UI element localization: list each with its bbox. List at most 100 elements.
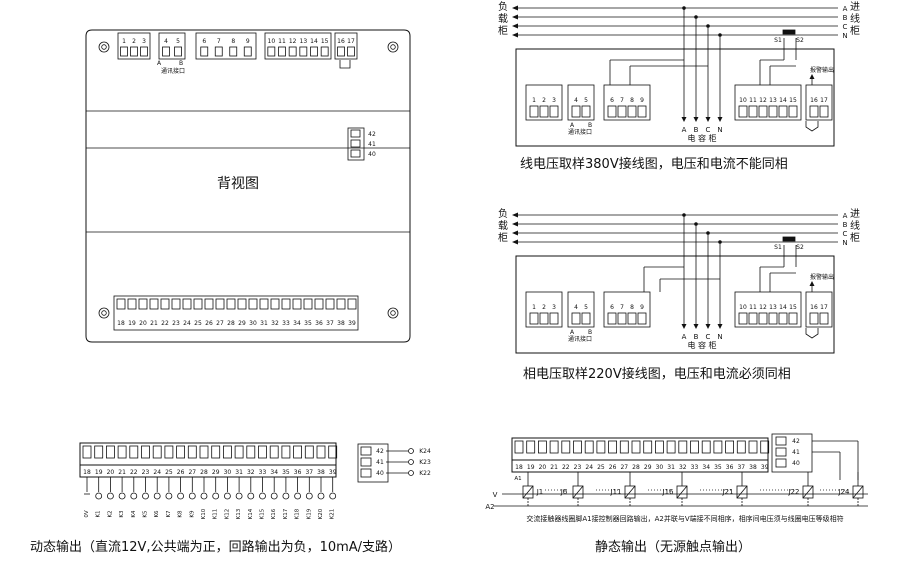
diagram2-alarm-arrow	[809, 281, 815, 286]
static-side-terminal-screw	[775, 436, 787, 446]
static-terminal-screw	[678, 440, 688, 454]
top-terminal-screw	[200, 46, 209, 57]
dynamic-output-node	[130, 492, 138, 500]
dynamic-output-node	[200, 492, 208, 500]
diagram1-terminal-number: 9	[640, 97, 644, 104]
diagram1-terminal-screw	[571, 105, 581, 118]
top-terminal-number: 17	[347, 38, 355, 45]
static-terminal-screw	[514, 440, 524, 454]
dynamic-terminal-screw	[234, 445, 244, 459]
static-terminal-screw	[643, 440, 653, 454]
diagram1-alarm-arrow	[809, 74, 815, 79]
static-relay-label: J24	[838, 488, 851, 496]
diagram1-terminal-block	[525, 84, 563, 121]
top-terminal-number: 1	[122, 38, 126, 45]
static-relay-label: J22	[788, 488, 800, 496]
dynamic-channel-label: K16	[271, 508, 277, 519]
diagram2-terminal-number: 1	[532, 304, 536, 311]
side-terminal-screw	[350, 149, 361, 158]
diagram1-load-label: 载	[498, 13, 508, 25]
static-terminal-number: 26	[609, 464, 617, 471]
diagram2-terminal-screw	[571, 312, 581, 325]
dynamic-terminal-number: 38	[317, 469, 325, 476]
diagram2-comm-b: B	[588, 329, 592, 336]
dynamic-terminal-number: 24	[153, 469, 161, 476]
dynamic-output-node	[165, 492, 173, 500]
top-terminal-block	[195, 32, 257, 60]
dynamic-terminal-number: 39	[329, 469, 337, 476]
diagram1-terminal-screw	[768, 105, 778, 118]
diagram2-load-label: 载	[498, 220, 508, 232]
diagram2-cap-arrow	[693, 324, 699, 329]
diagram1-cap-arrow	[693, 117, 699, 122]
bottom-terminal-screw	[303, 298, 313, 310]
diagram1-terminal-number: 5	[584, 97, 588, 104]
bottom-terminal-screw	[248, 298, 258, 310]
dynamic-terminal-number: 23	[142, 469, 150, 476]
bottom-terminal-number: 39	[348, 320, 356, 327]
top-terminal-number: 12	[289, 38, 297, 45]
static-side-terminal-number: 40	[792, 460, 800, 467]
bottom-terminal-screw	[336, 298, 346, 310]
static-terminal-number: 27	[620, 464, 628, 471]
bottom-terminal-number: 22	[161, 320, 169, 327]
diagram1-terminal-screw	[539, 105, 549, 118]
diagram2-terminal-block	[525, 291, 563, 328]
top-terminal-screw	[140, 46, 148, 57]
top-terminal-screw	[174, 46, 182, 57]
dynamic-terminal-screw	[199, 445, 209, 459]
diagram1-terminal-number: 6	[610, 97, 614, 104]
dynamic-terminal-number: 18	[83, 469, 91, 476]
diagram2-terminal-screw	[637, 312, 647, 325]
bottom-terminal-number: 31	[260, 320, 268, 327]
dynamic-side-terminal-screw	[360, 468, 372, 478]
diagram1-load-label: 柜	[498, 24, 508, 37]
diagram1-ct	[782, 29, 796, 35]
diagram1-terminal-block	[603, 84, 651, 121]
dynamic-channel-label: K10	[201, 508, 207, 519]
diagram2-phase-label: N	[842, 239, 847, 247]
dynamic-channel-label: K17	[283, 508, 289, 519]
dynamic-side-output-node	[408, 459, 414, 465]
top-terminal-screw	[288, 46, 297, 57]
dynamic-terminal-number: 28	[200, 469, 208, 476]
diagram2-terminal-screw	[607, 312, 617, 325]
bottom-terminal-number: 20	[139, 320, 147, 327]
dynamic-terminal-screw	[222, 445, 232, 459]
dynamic-side-terminal-screw	[360, 446, 372, 456]
top-terminal-screw	[347, 46, 355, 57]
dynamic-channel-label: K11	[213, 509, 219, 520]
comm-port-caption: 通讯接口	[161, 67, 185, 75]
diagram2-terminal-number: 8	[630, 304, 634, 311]
static-terminal-number: 22	[562, 464, 570, 471]
diagram2-terminal-number: 12	[759, 304, 767, 311]
static-relay-label: J21	[722, 488, 734, 496]
diagram1-terminal-number: 4	[574, 97, 578, 104]
diagram1-terminal-screw	[607, 105, 617, 118]
dynamic-channel-label: K21	[330, 509, 336, 520]
bottom-terminal-screw	[138, 298, 148, 310]
static-terminal-number: 35	[714, 464, 722, 471]
static-terminal-screw	[584, 440, 594, 454]
top-terminal-screw	[299, 46, 308, 57]
diagram1-terminal-screw	[788, 105, 798, 118]
mount-screw-inner	[390, 310, 396, 316]
bottom-terminal-number: 32	[271, 320, 279, 327]
diagram2-cap-arrow	[705, 324, 711, 329]
static-side-terminal-screw	[775, 447, 787, 457]
diagram1-comm-a: A	[570, 122, 575, 129]
static-terminal-screw	[736, 440, 746, 454]
diagram2-terminal-number: 2	[542, 304, 546, 311]
bottom-terminal-number: 34	[293, 320, 301, 327]
static-terminal-number: 21	[550, 464, 558, 471]
top-terminal-block	[334, 32, 358, 60]
diagram2-terminal-screw	[748, 312, 758, 325]
diagram2-terminal-screw	[809, 312, 819, 325]
diagram1-phase-label: N	[842, 32, 847, 40]
diagram1-phase-label: B	[843, 14, 848, 22]
top-terminal-number: 14	[310, 38, 318, 45]
static-terminal-screw	[748, 440, 758, 454]
top-terminal-screw	[130, 46, 138, 57]
dynamic-output-node	[212, 492, 220, 500]
static-terminal-screw	[561, 440, 571, 454]
